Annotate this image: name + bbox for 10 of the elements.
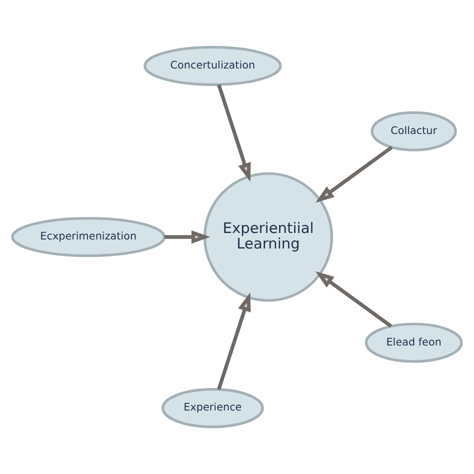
arrow: [164, 230, 210, 244]
node-ellipse: Ecxperimenization: [11, 216, 166, 258]
node-ellipse: Collactur: [370, 111, 457, 152]
arrow: [217, 84, 251, 182]
arrow: [315, 271, 392, 328]
arrow: [315, 146, 393, 203]
node-ellipse: Concertulization: [144, 46, 282, 86]
arrow: [217, 292, 251, 390]
node-ellipse: Experience: [162, 388, 264, 428]
node-ellipse: Elead feon: [364, 322, 463, 363]
